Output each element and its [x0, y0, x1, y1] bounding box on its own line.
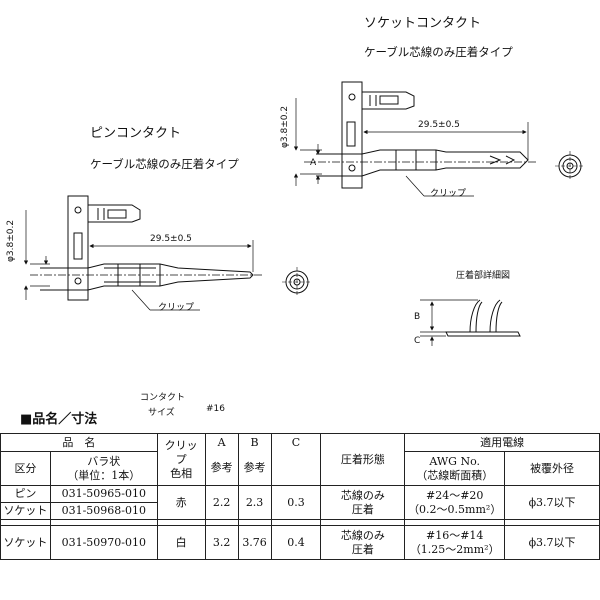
- table-header-row-2: 区分 バラ状（単位：1本） 参考 参考 AWG No.（芯線断面積） 被覆外径: [0, 451, 600, 486]
- row1-awg: #24～#20（0.2～0.5mm²）: [404, 485, 506, 520]
- row2-c: 0.4: [270, 525, 322, 560]
- socket-contact-drawing: [293, 81, 585, 197]
- row1-crimp-type: 芯線のみ圧着: [320, 485, 406, 520]
- pin-body: [40, 263, 254, 291]
- row1-clip-color: 赤: [156, 485, 206, 520]
- table-row: ピン 031-50965-010 赤 2.2 2.3 0.3 芯線のみ圧着 #2…: [0, 485, 600, 520]
- row2-awg: #16～#14（1.25～2mm²）: [404, 525, 506, 560]
- row2-b: 3.76: [237, 525, 272, 560]
- spec-table: 品 名 クリップ色相 A B C 圧着形態 適用電線 区分 バラ状（単位：1本）…: [0, 433, 600, 560]
- socket-side-view: [362, 91, 415, 110]
- row1-outer-dia: ϕ3.7以下: [504, 485, 600, 520]
- crimp-detail-title: 圧着部詳細図: [456, 271, 511, 281]
- contact-size-value: #16: [206, 404, 225, 414]
- pin-clip-label: クリップ: [158, 303, 195, 313]
- socket-a-label: A: [310, 158, 317, 168]
- pin-diameter-dimension: φ3.8±0.2: [6, 219, 16, 262]
- socket-body: [316, 149, 529, 177]
- table-row: ソケット 031-50968-010: [0, 502, 600, 520]
- header-ref-b: 参考: [237, 451, 272, 486]
- row1-part-socket: 031-50968-010: [49, 502, 158, 520]
- header-bulk: バラ状（単位：1本）: [49, 451, 158, 486]
- pin-title: ピンコンタクト: [90, 126, 182, 141]
- header-clip-color: クリップ色相: [156, 433, 206, 486]
- pin-clip-hole-top: [74, 206, 82, 214]
- table-row: ソケット 031-50970-010 白 3.2 3.76 0.4 芯線のみ圧着…: [0, 525, 600, 560]
- pin-clip-window: [73, 232, 83, 260]
- pin-side-view: [88, 204, 141, 223]
- crimp-b-label: B: [414, 312, 421, 322]
- header-awg: AWG No.（芯線断面積）: [404, 451, 506, 486]
- header-ref-a: 参考: [204, 451, 239, 486]
- crimp-base: [445, 331, 521, 337]
- pin-subtitle: ケーブル芯線のみ圧着タイプ: [90, 157, 239, 171]
- pin-clip-hole-bottom: [74, 277, 82, 285]
- header-applicable-wire: 適用電線: [404, 433, 600, 452]
- header-col-b: B: [237, 433, 272, 452]
- row1-a: 2.2: [204, 485, 239, 520]
- crimp-c-label: C: [414, 336, 421, 346]
- pin-contact-drawing: [23, 195, 312, 311]
- header-product-name: 品 名: [0, 433, 158, 452]
- row2-category: ソケット: [0, 525, 51, 560]
- socket-clip-window: [346, 121, 356, 147]
- pin-length-dimension: 29.5±0.5: [150, 234, 192, 244]
- socket-length-dimension: 29.5±0.5: [418, 120, 460, 130]
- row2-clip-color: 白: [156, 525, 206, 560]
- header-ref-c: [270, 451, 322, 486]
- row1-c: 0.3: [270, 485, 322, 520]
- spec-section-heading: ■品名／寸法: [20, 412, 98, 427]
- socket-subtitle: ケーブル芯線のみ圧着タイプ: [364, 45, 513, 59]
- row2-part: 031-50970-010: [49, 525, 158, 560]
- socket-diameter-dimension: φ3.8±0.2: [280, 105, 290, 148]
- pin-clip-plate: [67, 195, 89, 301]
- technical-drawing: [23, 81, 585, 346]
- header-category: 区分: [0, 451, 51, 486]
- table-header-row-1: 品 名 クリップ色相 A B C 圧着形態 適用電線: [0, 433, 600, 486]
- row1-category-socket: ソケット: [0, 502, 51, 520]
- row1-category-pin: ピン: [0, 485, 51, 503]
- row2-crimp-type: 芯線のみ圧着: [320, 525, 406, 560]
- header-col-a: A: [204, 433, 239, 452]
- header-crimp-type: 圧着形態: [320, 433, 406, 486]
- socket-clip-plate: [341, 81, 363, 189]
- row1-b: 2.3: [237, 485, 272, 520]
- row2-outer-dia: ϕ3.7以下: [504, 525, 600, 560]
- socket-title: ソケットコンタクト: [364, 16, 482, 31]
- row2-a: 3.2: [204, 525, 239, 560]
- socket-clip-label: クリップ: [430, 189, 467, 199]
- contact-size-label-2: サイズ: [148, 408, 175, 418]
- row1-part-pin: 031-50965-010: [49, 485, 158, 503]
- contact-size-label-1: コンタクト: [140, 393, 186, 403]
- header-outer-dia: 被覆外径: [504, 451, 600, 486]
- header-col-c: C: [270, 433, 322, 452]
- crimp-detail-drawing: [420, 299, 521, 346]
